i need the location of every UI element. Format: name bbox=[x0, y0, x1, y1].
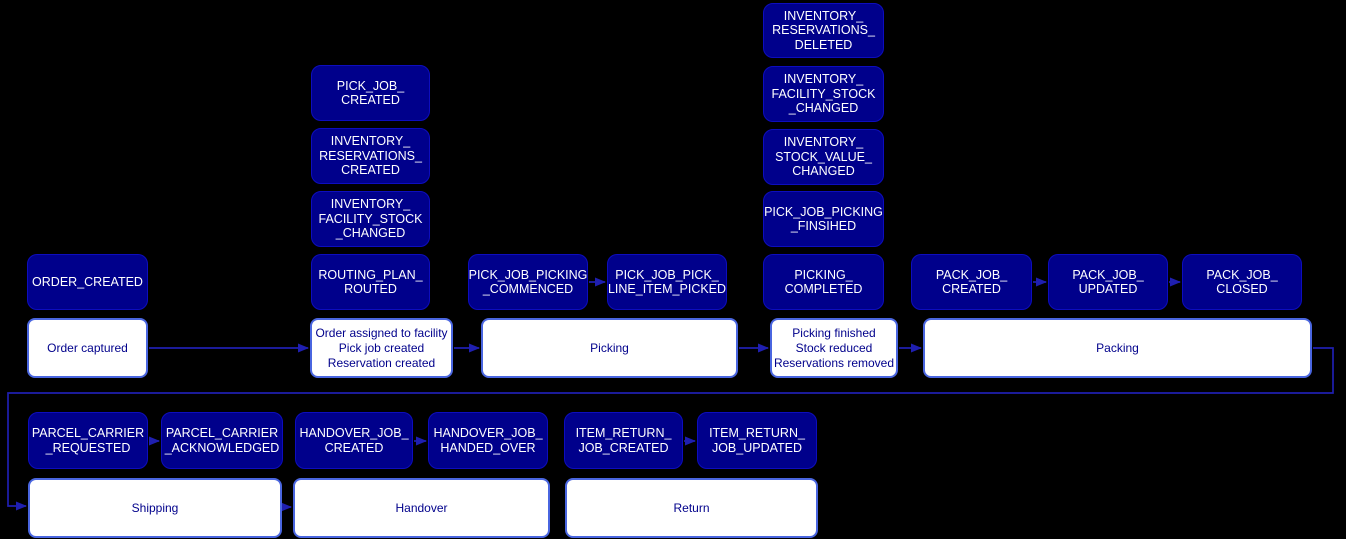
event-inventory-facility-stock-changed-2: INVENTORY_FACILITY_STOCK_CHANGED bbox=[763, 66, 884, 122]
event-inventory-stock-value-changed-label-line: STOCK_VALUE_ bbox=[775, 149, 872, 164]
event-pick-job-pick-line-item-picked: PICK_JOB_PICK_LINE_ITEM_PICKED bbox=[607, 254, 727, 310]
event-pack-job-created: PACK_JOB_CREATED bbox=[911, 254, 1032, 310]
event-inventory-stock-value-changed-label-line: CHANGED bbox=[792, 164, 855, 179]
event-order-created: ORDER_CREATED bbox=[27, 254, 148, 310]
event-pick-job-created-label-line: CREATED bbox=[341, 93, 400, 107]
event-item-return-job-created-label-line: ITEM_RETURN_ bbox=[575, 426, 672, 440]
event-inventory-reservations-deleted-label-line: DELETED bbox=[794, 37, 853, 52]
stage-handover-label-line: Handover bbox=[395, 500, 448, 515]
stage-handover: Handover bbox=[293, 478, 550, 538]
event-handover-job-handed-over-label-line: HANDOVER_JOB_ bbox=[433, 426, 543, 440]
event-inventory-stock-value-changed: INVENTORY_STOCK_VALUE_CHANGED bbox=[763, 129, 884, 185]
stage-picking-label-line: Picking bbox=[590, 340, 629, 355]
event-parcel-carrier-acknowledged-label-line: _ACKNOWLEDGED bbox=[164, 440, 280, 455]
event-inventory-reservations-created-label-line: CREATED bbox=[341, 163, 400, 178]
event-pick-job-picking-commenced-label-line: _COMMENCED bbox=[482, 282, 574, 296]
event-pack-job-updated-label-line: PACK_JOB_ bbox=[1072, 267, 1144, 282]
event-pick-job-created: PICK_JOB_CREATED bbox=[311, 65, 430, 121]
stage-order-assigned-label-line: Reservation created bbox=[327, 355, 436, 370]
event-handover-job-created-label-line: CREATED bbox=[324, 440, 384, 455]
stage-order-assigned-label-line: Order assigned to facility bbox=[315, 325, 448, 340]
event-picking-completed: PICKING_COMPLETED bbox=[763, 254, 884, 310]
event-picking-completed-label-line: COMPLETED bbox=[784, 282, 863, 296]
event-pick-job-picking-finsihed-label-line: _FINSIHED bbox=[790, 219, 857, 233]
event-inventory-facility-stock-changed-1-label-line: FACILITY_STOCK bbox=[318, 211, 423, 226]
event-pack-job-updated: PACK_JOB_UPDATED bbox=[1048, 254, 1168, 310]
event-pick-job-pick-line-item-picked-label-line: LINE_ITEM_PICKED bbox=[607, 282, 727, 296]
event-item-return-job-created-label-line: JOB_CREATED bbox=[578, 440, 669, 455]
stage-picking: Picking bbox=[481, 318, 738, 378]
stage-packing-label-line: Packing bbox=[1096, 340, 1139, 355]
event-pack-job-updated-label-line: UPDATED bbox=[1078, 282, 1138, 296]
event-pick-job-pick-line-item-picked-label-line: PICK_JOB_PICK_ bbox=[615, 267, 719, 282]
event-handover-job-created-label-line: HANDOVER_JOB_ bbox=[299, 426, 409, 440]
stage-picking-finished-label-line: Picking finished bbox=[792, 325, 876, 340]
event-handover-job-created: HANDOVER_JOB_CREATED bbox=[295, 412, 413, 469]
event-inventory-reservations-created-label-line: INVENTORY_ bbox=[330, 134, 411, 149]
event-parcel-carrier-requested: PARCEL_CARRIER_REQUESTED bbox=[28, 412, 148, 469]
event-item-return-job-updated: ITEM_RETURN_JOB_UPDATED bbox=[697, 412, 817, 469]
event-inventory-stock-value-changed-label-line: INVENTORY_ bbox=[783, 135, 864, 150]
event-pack-job-closed: PACK_JOB_CLOSED bbox=[1182, 254, 1302, 310]
event-inventory-reservations-deleted: INVENTORY_RESERVATIONS_DELETED bbox=[763, 3, 884, 58]
stage-return: Return bbox=[565, 478, 818, 538]
event-pick-job-picking-commenced-label-line: PICK_JOB_PICKING bbox=[468, 267, 588, 282]
event-routing-plan-routed: ROUTING_PLAN_ROUTED bbox=[311, 254, 430, 310]
stage-order-captured-label-line: Order captured bbox=[47, 340, 128, 355]
event-inventory-facility-stock-changed-2-label-line: _CHANGED bbox=[788, 101, 859, 116]
event-picking-completed-label-line: PICKING_ bbox=[794, 267, 853, 282]
event-inventory-reservations-created-label-line: RESERVATIONS_ bbox=[319, 148, 422, 163]
event-item-return-job-updated-label-line: JOB_UPDATED bbox=[711, 440, 803, 455]
event-item-return-job-updated-label-line: ITEM_RETURN_ bbox=[709, 426, 805, 440]
event-inventory-facility-stock-changed-2-label-line: FACILITY_STOCK bbox=[771, 86, 876, 101]
event-inventory-facility-stock-changed-1-label-line: _CHANGED bbox=[335, 226, 406, 241]
event-parcel-carrier-acknowledged: PARCEL_CARRIER_ACKNOWLEDGED bbox=[161, 412, 283, 469]
event-pick-job-picking-commenced: PICK_JOB_PICKING_COMMENCED bbox=[468, 254, 588, 310]
event-pick-job-picking-finsihed: PICK_JOB_PICKING_FINSIHED bbox=[763, 191, 884, 247]
stage-shipping: Shipping bbox=[28, 478, 282, 538]
event-pack-job-closed-label-line: PACK_JOB_ bbox=[1206, 267, 1278, 282]
event-item-return-job-created: ITEM_RETURN_JOB_CREATED bbox=[564, 412, 683, 469]
event-parcel-carrier-acknowledged-label-line: PARCEL_CARRIER bbox=[165, 426, 279, 440]
event-parcel-carrier-requested-label-line: _REQUESTED bbox=[45, 440, 131, 455]
event-routing-plan-routed-label-line: ROUTING_PLAN_ bbox=[318, 267, 423, 282]
event-handover-job-handed-over-label-line: HANDED_OVER bbox=[440, 440, 536, 455]
event-inventory-reservations-created: INVENTORY_RESERVATIONS_CREATED bbox=[311, 128, 430, 184]
event-pack-job-created-label-line: CREATED bbox=[942, 282, 1001, 296]
event-order-created-label-line: ORDER_CREATED bbox=[32, 274, 143, 289]
stage-shipping-label-line: Shipping bbox=[131, 500, 179, 515]
event-pick-job-picking-finsihed-label-line: PICK_JOB_PICKING bbox=[764, 204, 883, 219]
event-pack-job-created-label-line: PACK_JOB_ bbox=[935, 267, 1008, 282]
event-pack-job-closed-label-line: CLOSED bbox=[1216, 282, 1268, 296]
stage-order-assigned-label-line: Pick job created bbox=[338, 340, 425, 355]
event-inventory-facility-stock-changed-1: INVENTORY_FACILITY_STOCK_CHANGED bbox=[311, 191, 430, 247]
event-pick-job-created-label-line: PICK_JOB_ bbox=[336, 78, 405, 93]
event-inventory-reservations-deleted-label-line: RESERVATIONS_ bbox=[772, 23, 875, 38]
stage-return-label-line: Return bbox=[673, 500, 710, 515]
event-handover-job-handed-over: HANDOVER_JOB_HANDED_OVER bbox=[428, 412, 548, 469]
event-parcel-carrier-requested-label-line: PARCEL_CARRIER bbox=[31, 426, 145, 440]
stage-order-captured: Order captured bbox=[27, 318, 148, 378]
event-inventory-facility-stock-changed-1-label-line: INVENTORY_ bbox=[330, 197, 411, 212]
event-inventory-reservations-deleted-label-line: INVENTORY_ bbox=[783, 8, 864, 23]
stage-packing: Packing bbox=[923, 318, 1312, 378]
stage-picking-finished-label-line: Stock reduced bbox=[795, 340, 873, 355]
event-routing-plan-routed-label-line: ROUTED bbox=[344, 282, 397, 296]
event-inventory-facility-stock-changed-2-label-line: INVENTORY_ bbox=[783, 72, 864, 87]
stage-picking-finished-label-line: Reservations removed bbox=[773, 355, 895, 370]
